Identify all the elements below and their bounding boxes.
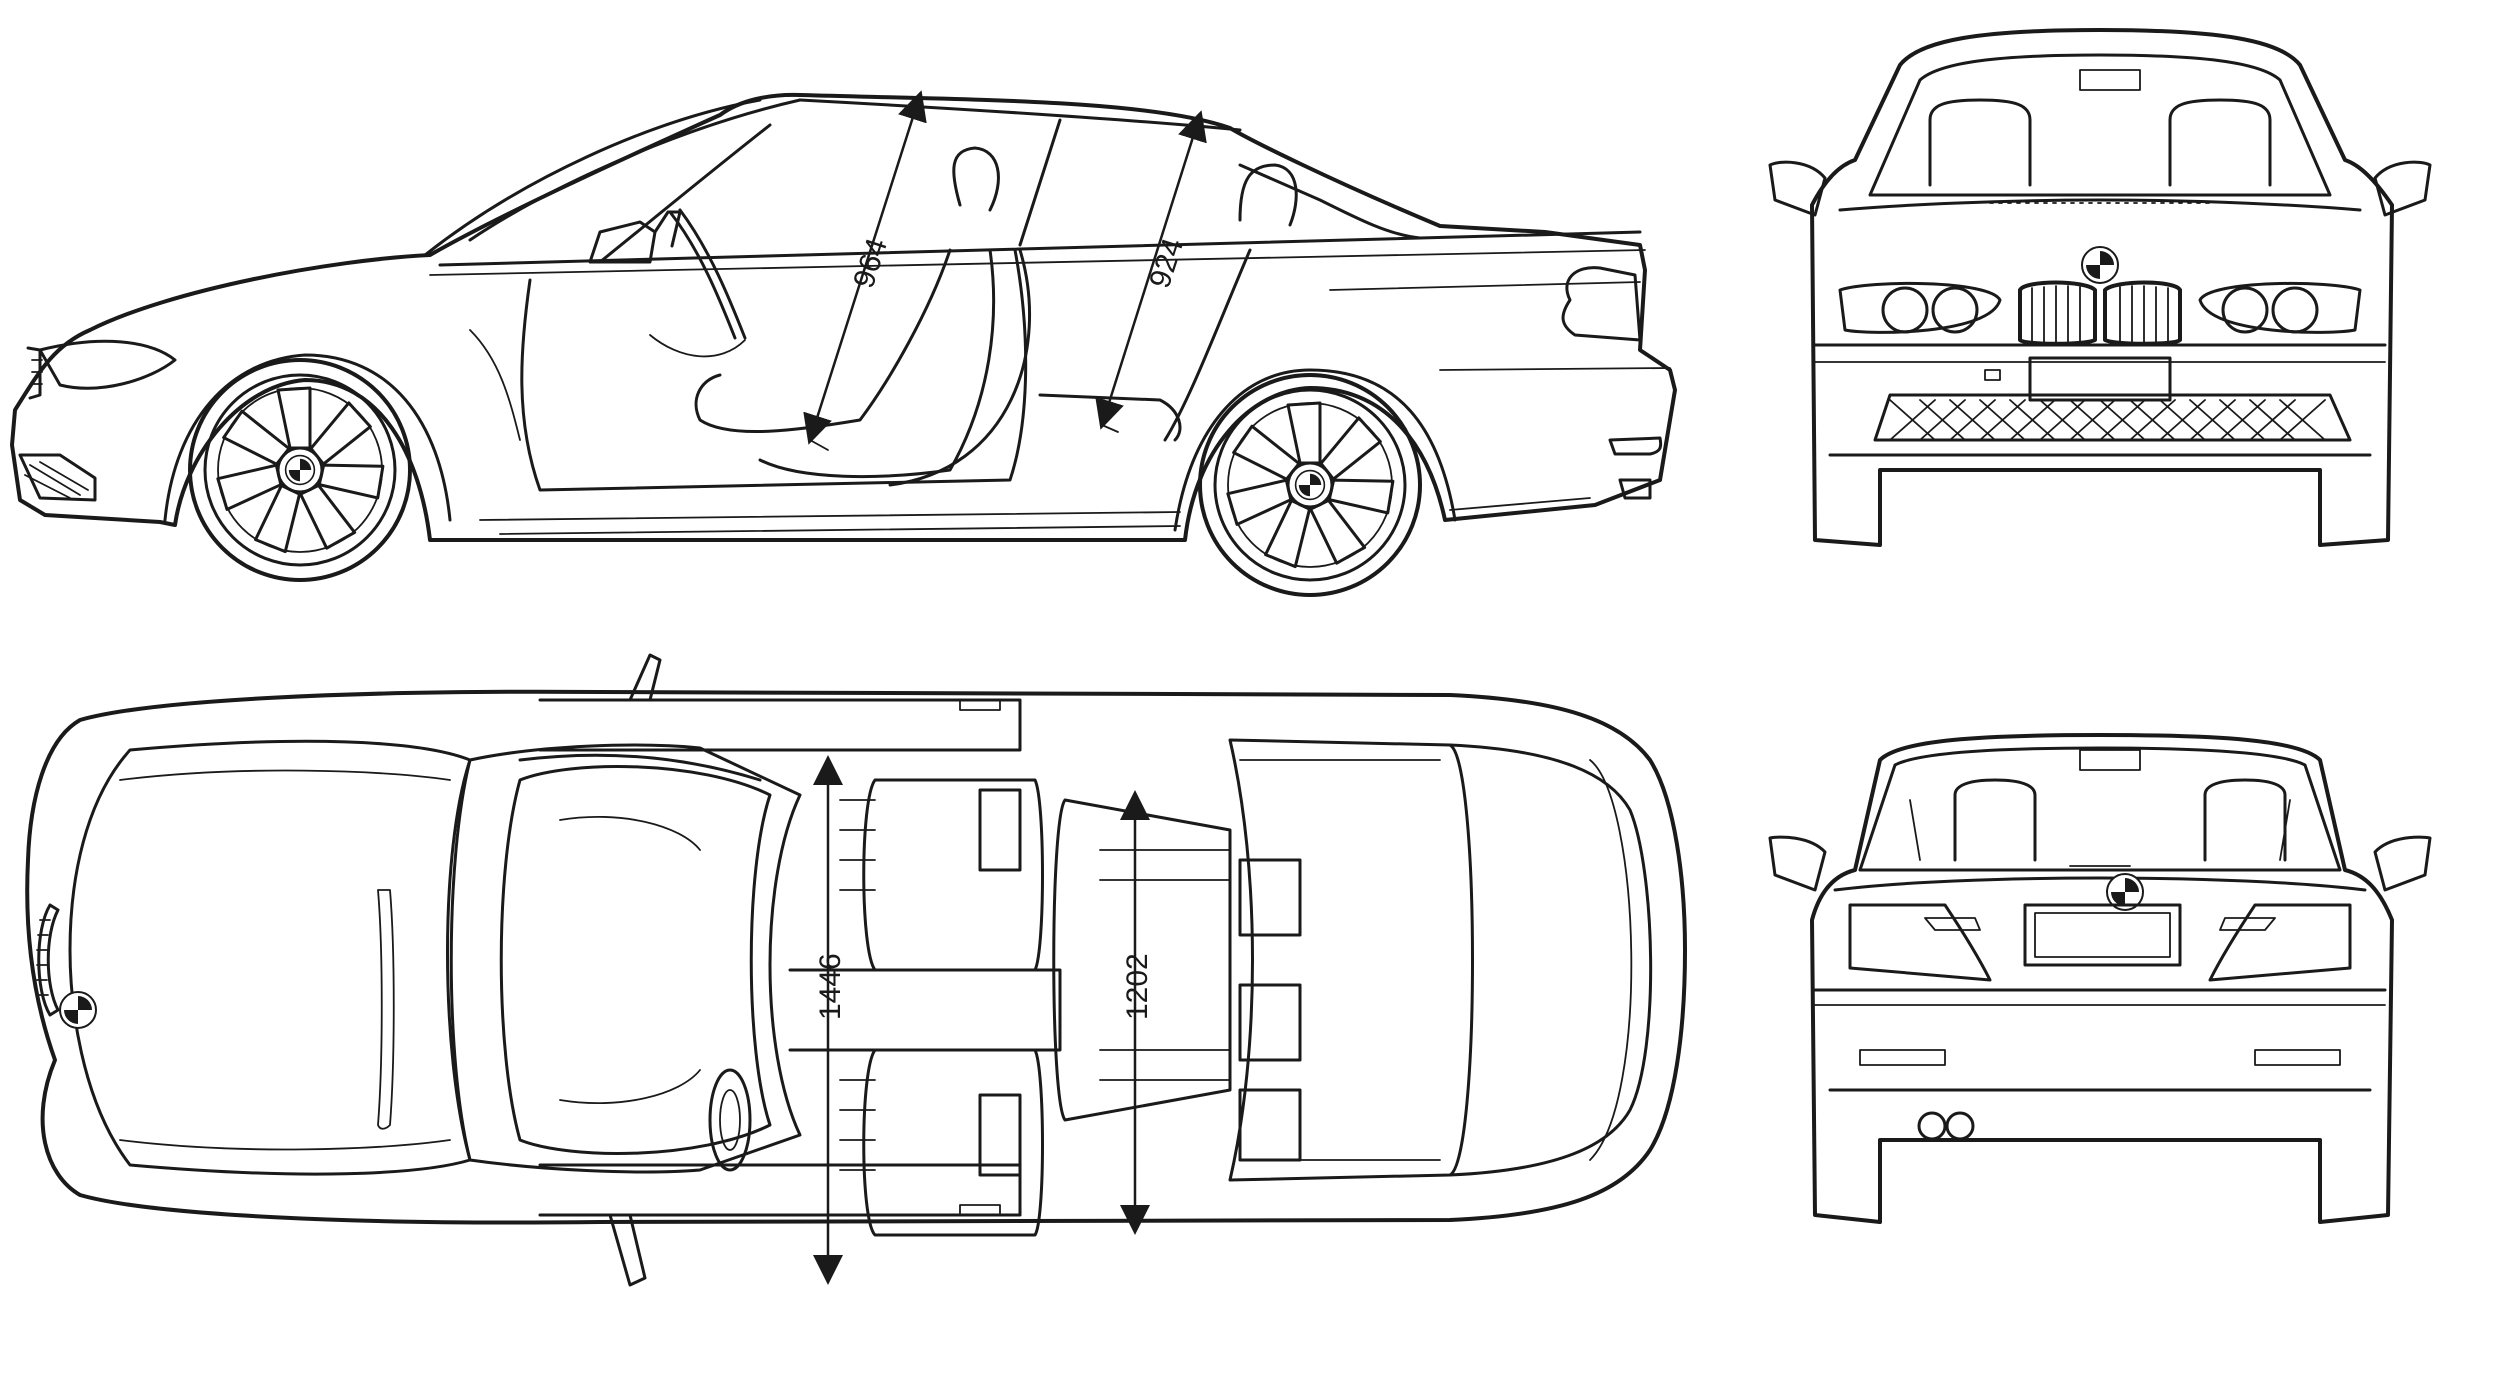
dim-rear-headroom: 924 <box>1143 234 1190 292</box>
top-view: 1446 1202 <box>25 653 1687 1287</box>
side-view: 964 924 <box>10 90 1677 595</box>
front-view <box>1768 28 2432 547</box>
dim-rear-shoulder-width: 1202 <box>1121 953 1154 1020</box>
dim-front-shoulder-width: 1446 <box>814 953 847 1020</box>
dim-front-headroom: 964 <box>847 234 894 292</box>
rear-view <box>1768 733 2432 1224</box>
